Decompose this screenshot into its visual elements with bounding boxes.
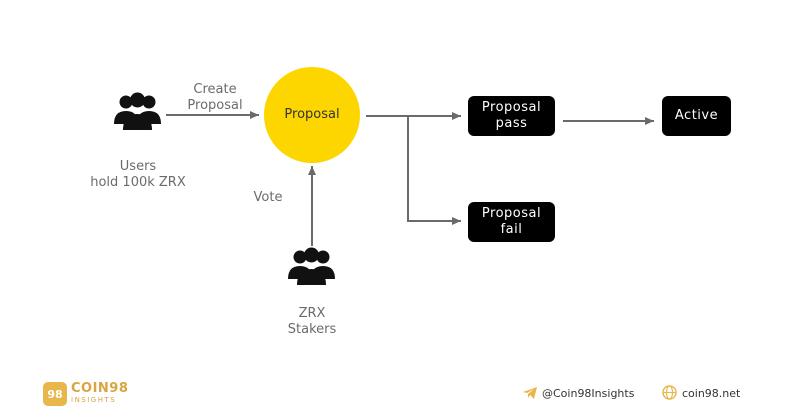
create-label-line1: Create: [193, 82, 237, 97]
users-label-line1: Users: [119, 159, 157, 174]
proposal-fail-node: Proposal fail: [468, 202, 555, 242]
create-label-line2: Proposal: [187, 98, 243, 113]
proposal-to-fail-arrow: [407, 116, 461, 225]
proposal-node: [264, 67, 360, 163]
proposal-node-label: Proposal: [284, 107, 340, 122]
users-label: Users hold 100k ZRX: [82, 159, 194, 191]
stakers-group-icon: [288, 247, 335, 285]
proposal-fail-line2: fail: [500, 222, 523, 237]
proposal-pass-line2: pass: [495, 116, 528, 131]
active-node: Active: [662, 96, 731, 136]
users-group-icon: [114, 92, 161, 130]
create-proposal-label: Create Proposal: [180, 82, 250, 114]
stakers-label-line1: ZRX: [298, 306, 326, 321]
telegram-icon: [523, 387, 537, 399]
users-label-line2: hold 100k ZRX: [90, 175, 186, 190]
website-link[interactable]: coin98.net: [682, 387, 741, 400]
globe-icon: [662, 385, 677, 400]
proposal-fail-line1: Proposal: [481, 206, 542, 221]
stakers-label-line2: Stakers: [287, 322, 337, 337]
brand-subtitle: INSIGHTS: [71, 396, 117, 404]
telegram-handle[interactable]: @Coin98Insights: [542, 387, 635, 400]
vote-label: Vote: [253, 190, 283, 205]
coin98-logo-mark: 98: [43, 382, 67, 406]
brand-name: COIN98: [71, 381, 129, 396]
proposal-pass-node: Proposal pass: [468, 96, 555, 136]
proposal-pass-line1: Proposal: [481, 100, 542, 115]
stakers-label: ZRX Stakers: [272, 306, 352, 338]
